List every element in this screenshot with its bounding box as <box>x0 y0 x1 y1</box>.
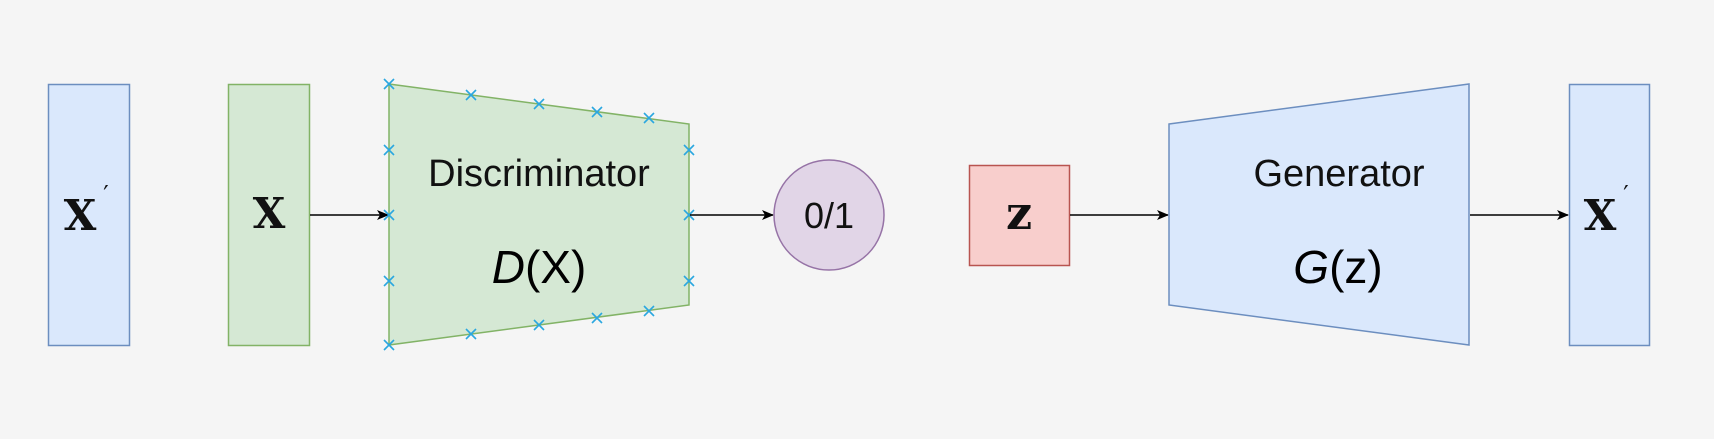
x-input-symbol: X <box>253 189 286 238</box>
discriminator-selection-handles <box>383 78 695 351</box>
handle-marker[interactable] <box>383 209 395 221</box>
handle-marker[interactable] <box>643 305 655 317</box>
handle-marker[interactable] <box>383 275 395 287</box>
handle-marker[interactable] <box>383 78 395 90</box>
discriminator-formula: D(X) <box>492 241 587 293</box>
x-prime-right-box[interactable]: X ′ <box>1568 83 1651 347</box>
handle-marker[interactable] <box>465 328 477 340</box>
discriminator-title: Discriminator <box>428 153 650 195</box>
discriminator-formula-close: ) <box>571 241 586 293</box>
z-input-symbol: z <box>1006 186 1032 240</box>
handle-marker[interactable] <box>643 112 655 124</box>
handle-marker[interactable] <box>465 89 477 101</box>
x-prime-left-box[interactable]: X ′ <box>47 83 131 347</box>
discriminator-formula-fn: D <box>492 241 525 293</box>
generator-formula-close: ) <box>1367 241 1382 293</box>
generator-block[interactable]: Generator G(z) <box>1168 83 1470 346</box>
x-prime-right-symbol: X <box>1584 191 1617 240</box>
handle-marker[interactable] <box>533 98 545 110</box>
output-label: 0/1 <box>804 195 854 236</box>
x-prime-left-symbol: X <box>64 191 97 240</box>
discriminator-formula-open: ( <box>525 241 541 293</box>
output-node[interactable]: 0/1 <box>773 159 885 271</box>
handle-marker[interactable] <box>591 312 603 324</box>
handle-marker[interactable] <box>383 144 395 156</box>
x-prime-right-prime: ′ <box>1623 181 1628 209</box>
discriminator-block[interactable]: Discriminator D(X) <box>388 83 690 346</box>
handle-marker[interactable] <box>533 319 545 331</box>
handle-marker[interactable] <box>383 339 395 351</box>
generator-formula: G(z) <box>1293 241 1382 293</box>
handle-marker[interactable] <box>591 106 603 118</box>
discriminator-formula-arg: X <box>540 241 571 293</box>
z-input-box[interactable]: z <box>968 164 1071 267</box>
handle-marker[interactable] <box>683 144 695 156</box>
x-input-box[interactable]: X <box>227 83 311 347</box>
generator-title: Generator <box>1253 153 1424 195</box>
generator-formula-open: ( <box>1329 241 1345 293</box>
handle-marker[interactable] <box>683 275 695 287</box>
generator-formula-arg: z <box>1344 241 1367 293</box>
generator-formula-fn: G <box>1293 241 1329 293</box>
handle-marker[interactable] <box>683 209 695 221</box>
x-prime-left-prime: ′ <box>103 181 108 209</box>
